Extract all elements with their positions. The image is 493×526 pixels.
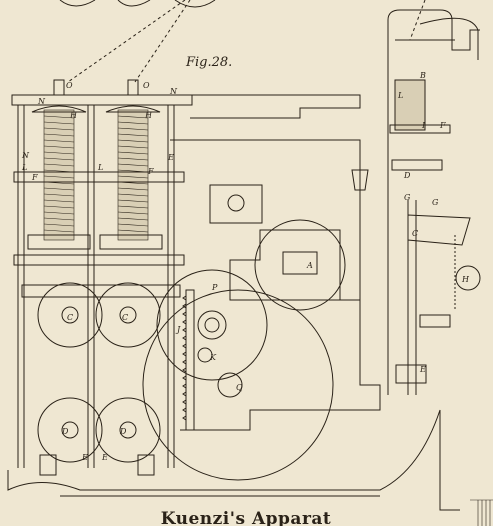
part-label: H — [461, 275, 470, 284]
part-label: D — [61, 427, 69, 436]
part-label: H — [69, 111, 78, 120]
foot-left — [39, 454, 57, 476]
side-clamp — [419, 314, 451, 328]
top-beam — [11, 94, 193, 106]
spring-cap-right — [105, 105, 161, 113]
press-plate-left — [27, 234, 91, 250]
part-label: Q — [236, 383, 243, 392]
cross-bar-lower — [13, 254, 185, 266]
part-label: J — [175, 325, 181, 334]
part-label: D — [119, 427, 127, 436]
figure-caption: Kuenzi's Apparat — [161, 509, 332, 526]
side-weight-h — [455, 265, 481, 291]
part-label: G — [432, 198, 439, 207]
wheel-d-left — [37, 397, 103, 463]
part-label: N — [169, 87, 178, 96]
part-label: N — [21, 151, 30, 160]
part-label: F — [147, 167, 154, 176]
part-label: G — [404, 193, 411, 202]
wheel-c-left — [37, 282, 103, 348]
pulley-q — [217, 372, 243, 398]
part-label: L — [97, 163, 103, 172]
part-label: F — [31, 173, 38, 182]
part-label: H — [144, 111, 153, 120]
part-label: I — [421, 121, 426, 130]
side-crossbar-i — [389, 124, 451, 134]
gear-wheel-p — [156, 269, 268, 381]
side-bell — [351, 169, 369, 191]
part-label: E — [419, 365, 426, 374]
apparatus-drawing — [7, 0, 493, 526]
side-pipe-bend — [419, 17, 479, 60]
top-wheel-arc-right — [174, 0, 216, 8]
side-column — [387, 9, 480, 395]
side-base-block — [395, 364, 427, 384]
spring-coil-left — [43, 109, 75, 241]
wheel-a-bearing — [282, 251, 318, 275]
part-label: A — [306, 261, 313, 270]
part-label: C — [122, 313, 128, 322]
top-wheel-arc-left — [59, 0, 96, 7]
wheel-c-right — [95, 282, 161, 348]
part-label: N — [37, 97, 46, 106]
part-label: E — [167, 153, 174, 162]
spindle-top-left — [53, 79, 65, 96]
part-label: D — [403, 171, 411, 180]
top-wheel-arc-mid — [117, 0, 151, 7]
part-label: P — [211, 283, 218, 292]
bearing-block — [209, 184, 263, 224]
gear-wheel-p-hub — [197, 310, 227, 340]
wheel-d-right-hub — [119, 421, 137, 439]
part-label: B — [419, 71, 426, 80]
part-label: F — [439, 121, 446, 130]
leader-line-side — [409, 0, 426, 41]
large-wheel-outer — [142, 289, 334, 481]
side-spring — [394, 79, 426, 131]
bearing-block-bore — [227, 194, 245, 212]
part-label: O — [143, 81, 150, 90]
spring-coil-right — [117, 109, 149, 241]
part-label: K — [209, 353, 217, 362]
part-label: O — [66, 81, 73, 90]
leader-line-right — [134, 0, 191, 83]
wheel-d-right — [95, 397, 161, 463]
foot-right — [137, 454, 155, 476]
machine-base — [7, 409, 460, 511]
spring-cap-left — [31, 105, 87, 113]
wheel-c-left-hub — [61, 306, 79, 324]
part-label: L — [397, 91, 403, 100]
part-label: L — [21, 163, 27, 172]
rack-teeth — [182, 295, 187, 421]
figure-title: Fig.28. — [185, 55, 232, 70]
wheel-c-right-hub — [119, 306, 137, 324]
spindle-top-right — [127, 79, 139, 96]
wheel-d-left-hub — [61, 421, 79, 439]
part-label: C — [67, 313, 73, 322]
cross-bar-middle — [13, 171, 185, 183]
wheel-a — [254, 219, 346, 311]
edge-hatching — [470, 499, 493, 526]
part-label: E — [81, 453, 88, 462]
frame-body — [170, 139, 381, 431]
gear-wheel-p-axle — [204, 317, 220, 333]
part-label: E — [101, 453, 108, 462]
part-label: C — [412, 229, 418, 238]
side-crossbar — [391, 159, 443, 171]
press-plate-right — [99, 234, 163, 250]
pinion-k — [197, 347, 213, 363]
